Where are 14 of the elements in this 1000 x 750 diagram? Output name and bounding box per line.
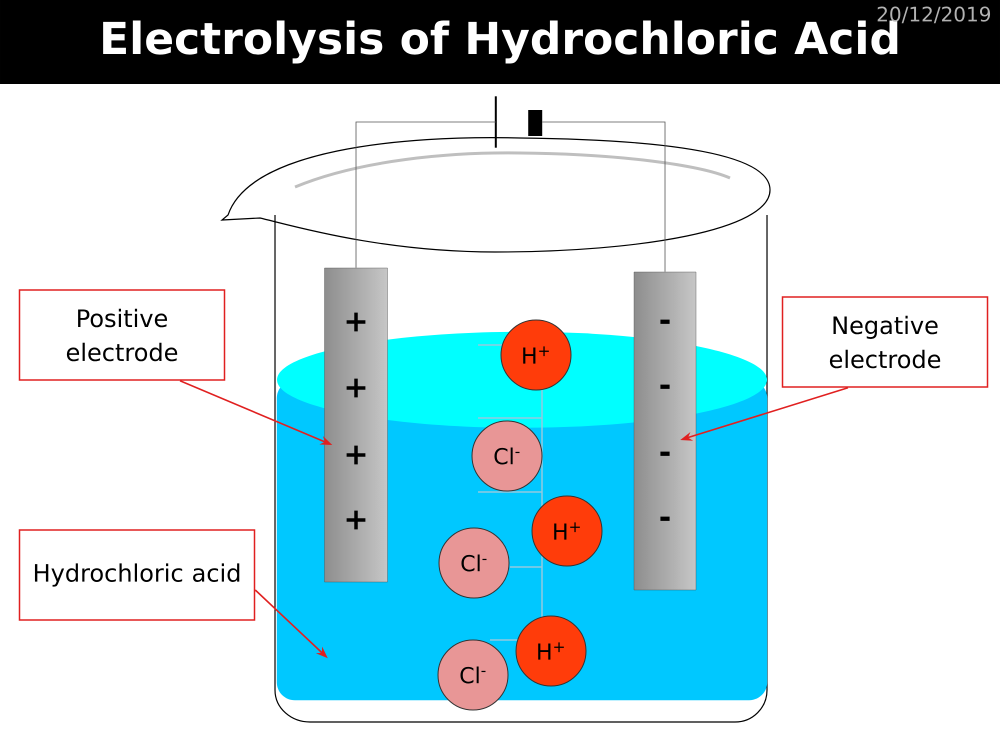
battery-symbol [494, 96, 542, 148]
ion-ball: H$^{+}$ [500, 320, 572, 390]
ion-ball: H$^{+}$ [532, 496, 602, 566]
ion-ball: Cl$^{-}$ [472, 420, 542, 492]
electrode: - - - - [634, 272, 696, 590]
label-box: Hydrochloric acid [18, 529, 256, 621]
electrode: + + + + [324, 268, 388, 582]
wire [542, 122, 666, 272]
label-box: Negative electrode [782, 296, 988, 388]
ion-ball: Cl$^{-}$ [438, 528, 510, 598]
label-box: Positive electrode [18, 289, 226, 381]
ion-ball: H$^{+}$ [516, 616, 586, 686]
wire [356, 122, 496, 268]
ion-ball: Cl$^{-}$ [438, 640, 508, 710]
